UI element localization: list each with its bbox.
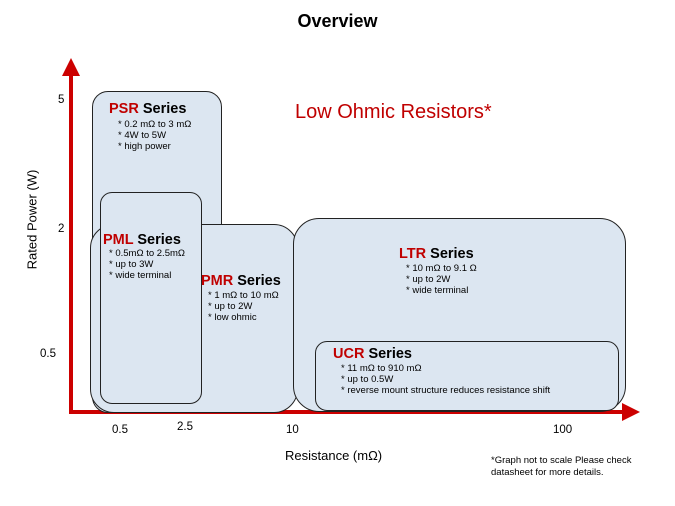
pmr-code: PMR	[201, 273, 234, 289]
y-tick-2: 2	[58, 223, 65, 235]
ucr-spec-power: up to 0.5W	[341, 374, 550, 385]
page-title: Overview	[297, 11, 378, 31]
ucr-spec-range: 11 mΩ to 910 mΩ	[341, 363, 550, 374]
psr-code: PSR	[109, 101, 139, 117]
x-tick-10: 10	[286, 424, 299, 436]
ucr-series-word: Series	[364, 346, 412, 362]
ltr-series-word: Series	[426, 246, 474, 262]
y-tick-5: 5	[58, 94, 65, 106]
x-tick-0.5: 0.5	[112, 424, 128, 436]
pml-series-word: Series	[133, 232, 181, 248]
ltr-spec-power: up to 2W	[406, 274, 477, 285]
ltr-series-title: LTR Series	[399, 246, 474, 262]
ltr-code: LTR	[399, 246, 427, 262]
x-tick-100: 100	[553, 424, 573, 436]
y-tick-0.5: 0.5	[40, 348, 56, 360]
pmr-series-title: PMR Series	[201, 273, 281, 289]
x-axis-label: Resistance (mΩ)	[285, 448, 383, 463]
headline: Low Ohmic Resistors*	[295, 101, 492, 123]
psr-spec-range: 0.2 mΩ to 3 mΩ	[118, 119, 191, 130]
psr-series-word: Series	[138, 101, 187, 117]
psr-spec-feature: high power	[118, 141, 191, 152]
y-axis-label: Rated Power (W)	[24, 169, 40, 270]
psr-spec-power: 4W to 5W	[118, 130, 191, 141]
ltr-spec-range: 10 mΩ to 9.1 Ω	[406, 263, 476, 274]
ucr-spec-list: 11 mΩ to 910 mΩ up to 0.5W reverse mount…	[341, 363, 550, 396]
footnote: *Graph not to scale Please check datashe…	[491, 455, 632, 478]
x-tick-2.5: 2.5	[177, 421, 193, 433]
pml-spec-range: 0.5mΩ to 2.5mΩ	[109, 248, 185, 259]
pmr-series-word: Series	[233, 273, 281, 289]
ucr-spec-feature: reverse mount structure reduces resistan…	[341, 385, 550, 396]
ltr-spec-list: 10 mΩ to 9.1 Ω up to 2W wide terminal	[406, 263, 477, 296]
x-axis-arrowhead	[622, 403, 640, 421]
pml-series-box	[100, 192, 202, 404]
pmr-spec-power: up to 2W	[208, 301, 279, 312]
pml-spec-list: 0.5mΩ to 2.5mΩ up to 3W wide terminal	[109, 248, 185, 281]
pml-spec-power: up to 3W	[109, 259, 185, 270]
pmr-spec-range: 1 mΩ to 10 mΩ	[208, 290, 278, 301]
psr-series-title: PSR Series	[109, 101, 186, 117]
psr-spec-list: 0.2 mΩ to 3 mΩ 4W to 5W high power	[118, 119, 191, 152]
pmr-spec-feature: low ohmic	[208, 312, 279, 323]
pml-spec-feature: wide terminal	[109, 270, 185, 281]
ucr-series-title: UCR Series	[333, 346, 412, 362]
pmr-spec-list: 1 mΩ to 10 mΩ up to 2W low ohmic	[208, 290, 279, 323]
ucr-code: UCR	[333, 346, 365, 362]
pml-code: PML	[103, 232, 134, 248]
pml-series-title: PML Series	[103, 232, 181, 248]
ltr-spec-feature: wide terminal	[406, 285, 477, 296]
y-axis-arrowhead	[62, 58, 80, 76]
